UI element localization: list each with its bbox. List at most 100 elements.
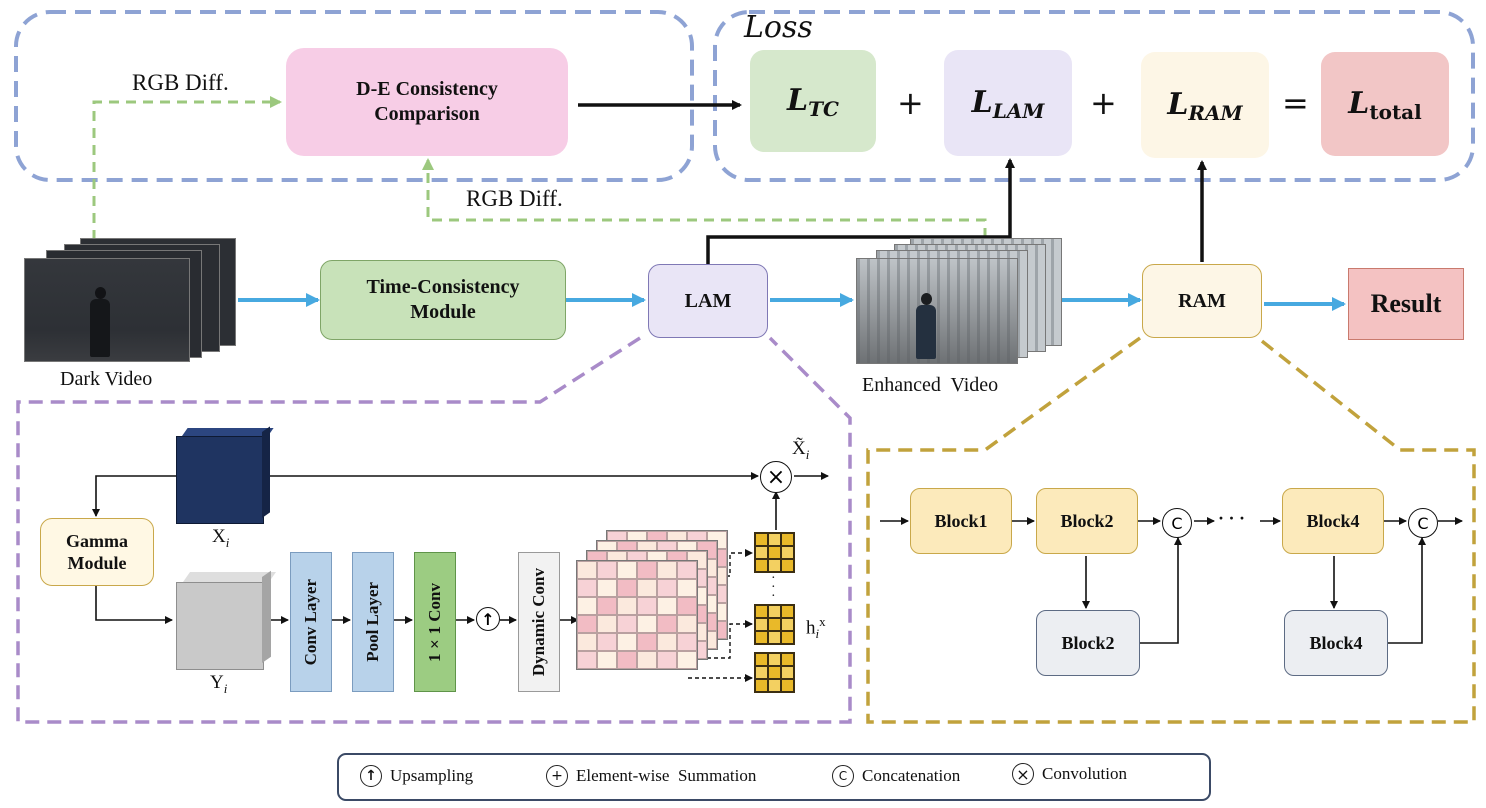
tensor-cell — [657, 561, 677, 579]
kernel-cell — [781, 559, 794, 572]
tensor-cell — [677, 579, 697, 597]
loss-lam-term: LLAM — [971, 85, 1045, 124]
convolution-legend-icon: × — [1012, 763, 1034, 785]
kernel-cell — [755, 533, 768, 546]
kernel-cell — [781, 618, 794, 631]
tensor-cell — [577, 651, 597, 669]
kernel-cell — [781, 605, 794, 618]
loss-tc-box: LTC — [750, 50, 876, 152]
tensor-cell — [637, 651, 657, 669]
lam-box: LAM — [648, 264, 768, 338]
tensor-cell — [677, 651, 697, 669]
plus-sign-2: + — [1090, 84, 1117, 122]
block2-bottom-box: Block2 — [1036, 610, 1140, 676]
kernel-grid-top — [754, 532, 795, 573]
tensor-cell — [597, 633, 617, 651]
tensor-cell — [677, 615, 697, 633]
kernel-cell — [768, 679, 781, 692]
rgb-diff-bottom-label: RGB Diff. — [466, 186, 563, 211]
kernel-cell — [768, 546, 781, 559]
kernel-cell — [781, 653, 794, 666]
tensor-cell — [577, 597, 597, 615]
region-consistency — [14, 10, 694, 182]
loss-total-box: Ltotal — [1321, 52, 1449, 156]
kernel-grid-mid — [754, 604, 795, 645]
block4-bottom-box: Block4 — [1284, 610, 1388, 676]
tensor-cell — [657, 633, 677, 651]
kernel-cell — [768, 666, 781, 679]
tensor-cell — [597, 561, 617, 579]
block2-top-box: Block2 — [1036, 488, 1138, 554]
kernel-cell — [755, 618, 768, 631]
concatenation-legend-label: Concatenation — [862, 766, 961, 785]
kernel-cell — [755, 546, 768, 559]
tensor-cell — [637, 597, 657, 615]
dynamic-conv-box: Dynamic Conv — [518, 552, 560, 692]
tensor-cell — [677, 597, 697, 615]
tensor-cell — [637, 561, 657, 579]
upsampling-legend-icon: ↑ — [360, 765, 382, 787]
region-ram-detail — [866, 336, 1476, 724]
tensor-cell — [677, 561, 697, 579]
kernel-cell — [755, 679, 768, 692]
y-feature-cube — [176, 570, 277, 670]
summation-legend-icon: + — [546, 765, 568, 787]
tensor-cell — [577, 561, 597, 579]
loss-total-term: Ltotal — [1348, 86, 1422, 125]
conv-layer-box: Conv Layer — [290, 552, 332, 692]
concatenation-legend-icon: C — [832, 765, 854, 787]
upsampling-legend-label: Upsampling — [390, 766, 474, 785]
kernel-cell — [755, 631, 768, 644]
block4-top-box: Block4 — [1282, 488, 1384, 554]
dark-person-figure — [89, 287, 111, 357]
legend-summation: + Element-wise Summation — [546, 765, 756, 787]
kernel-cell — [781, 666, 794, 679]
loss-title: Loss — [744, 10, 813, 45]
kernel-cell — [768, 653, 781, 666]
tensor-cell — [597, 615, 617, 633]
loss-lam-box: LLAM — [944, 50, 1072, 156]
loss-ram-box: LRAM — [1141, 52, 1269, 158]
result-box: Result — [1348, 268, 1464, 340]
dynamic-kernel-tensor-stack — [576, 530, 728, 688]
legend-upsampling: ↑ Upsampling — [360, 765, 473, 787]
y-label: Yi — [210, 672, 228, 696]
onexone-conv-label: 1×1 Conv — [425, 582, 445, 662]
dynamic-conv-label: Dynamic Conv — [529, 567, 549, 677]
legend-concatenation: C Concatenation — [832, 765, 960, 787]
tensor-cell — [597, 597, 617, 615]
tensor-cell — [597, 651, 617, 669]
pool-layer-box: Pool Layer — [352, 552, 394, 692]
tensor-cell — [617, 579, 637, 597]
tensor-cell — [617, 651, 637, 669]
tensor-cell — [597, 579, 617, 597]
kernel-cell — [768, 605, 781, 618]
dark-frame-1 — [24, 258, 190, 362]
tensor-cell — [617, 597, 637, 615]
enhanced-video-label: Enhanced Video — [862, 374, 999, 396]
de-consistency-box: D-E Consistency Comparison — [286, 48, 568, 156]
concat-icon-1: C — [1162, 508, 1192, 538]
kernel-cell — [755, 666, 768, 679]
time-consistency-box: Time-Consistency Module — [320, 260, 566, 340]
x-tilde-label: X̃i — [792, 438, 810, 462]
h-label: hix — [806, 614, 826, 642]
loss-tc-term: LTC — [787, 83, 839, 122]
kernel-cell — [768, 533, 781, 546]
ram-ellipsis: · · · — [1218, 508, 1246, 528]
summation-legend-label: Element-wise Summation — [576, 766, 757, 785]
kernel-grid-bottom — [754, 652, 795, 693]
pool-layer-label: Pool Layer — [363, 582, 383, 662]
loss-ram-term: LRAM — [1167, 87, 1243, 126]
tensor-cell — [637, 633, 657, 651]
x-feature-cube — [176, 426, 274, 524]
enhanced-frame-1 — [856, 258, 1018, 364]
kernel-cell — [755, 559, 768, 572]
tensor-cell — [657, 615, 677, 633]
tensor-cell — [657, 597, 677, 615]
kernel-cell — [755, 653, 768, 666]
rgb-diff-top-label: RGB Diff. — [132, 70, 229, 95]
convolution-op-icon: × — [760, 461, 792, 493]
tensor-cell — [637, 579, 657, 597]
